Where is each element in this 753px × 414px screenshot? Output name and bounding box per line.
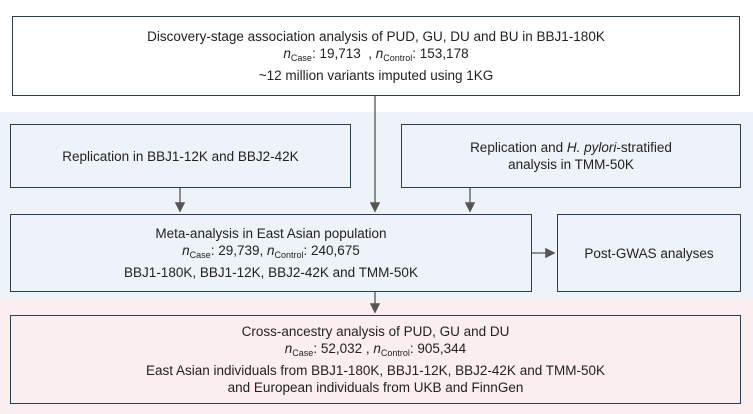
cross-ancestry-sample-size: nCase: 52,032 , nControl: 905,344: [284, 341, 467, 358]
cross-ancestry-title: Cross-ancestry analysis of PUD, GU and D…: [241, 324, 510, 339]
discovery-title: Discovery-stage association analysis of …: [147, 29, 605, 44]
discovery-box: Discovery-stage association analysis of …: [12, 16, 740, 96]
cross-ancestry-european: and European individuals from UKB and Fi…: [227, 380, 524, 395]
post-gwas-box: Post-GWAS analyses: [557, 214, 741, 292]
replication-tmm-box: Replication and H. pylori-stratified ana…: [401, 124, 741, 188]
cross-ancestry-east-asian: East Asian individuals from BBJ1-180K, B…: [146, 363, 605, 378]
post-gwas-text: Post-GWAS analyses: [584, 245, 714, 261]
replication-bbj-text: Replication in BBJ1-12K and BBJ2-42K: [62, 148, 299, 164]
meta-analysis-title: Meta-analysis in East Asian population: [155, 226, 387, 241]
discovery-sample-size: nCase: 19,713 , nControl: 153,178: [283, 46, 469, 63]
meta-analysis-box: Meta-analysis in East Asian population n…: [10, 214, 532, 292]
meta-analysis-cohorts: BBJ1-180K, BBJ1-12K, BBJ2-42K and TMM-50…: [124, 265, 418, 280]
meta-analysis-sample-size: nCase: 29,739, nControl: 240,675: [182, 243, 360, 260]
discovery-variants: ~12 million variants imputed using 1KG: [258, 68, 494, 83]
replication-tmm-line1: Replication and H. pylori-stratified: [470, 140, 672, 155]
cross-ancestry-box: Cross-ancestry analysis of PUD, GU and D…: [10, 315, 741, 404]
replication-tmm-line2: analysis in TMM-50K: [508, 157, 634, 172]
replication-bbj-box: Replication in BBJ1-12K and BBJ2-42K: [10, 124, 351, 188]
